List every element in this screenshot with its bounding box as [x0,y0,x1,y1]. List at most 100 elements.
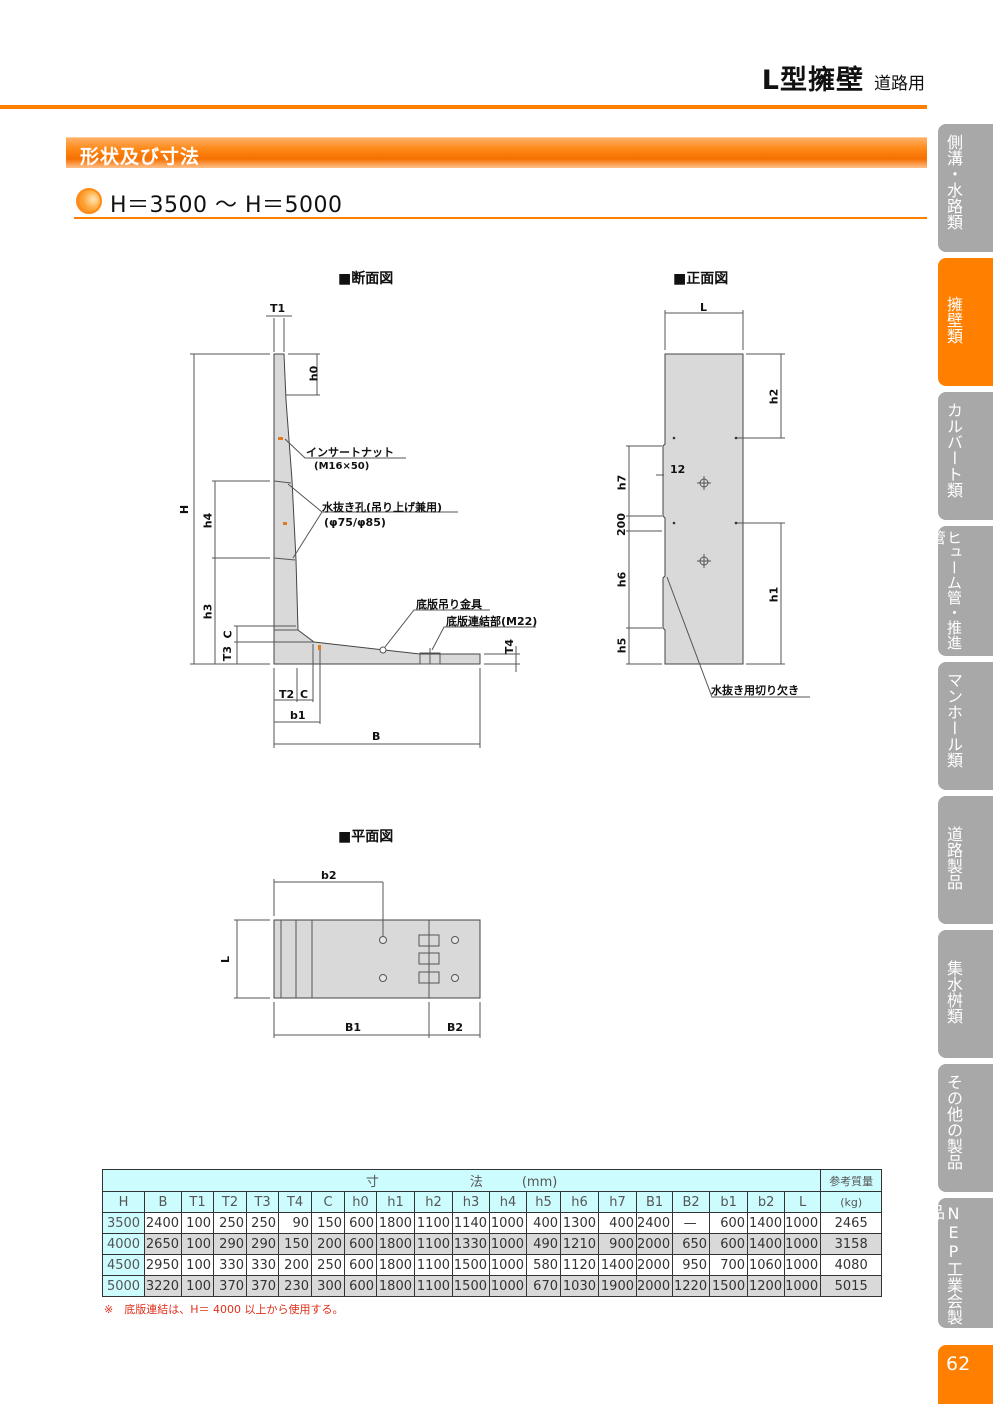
cell-mass: 5015 [820,1275,883,1297]
cell: 230 [278,1275,312,1297]
cell: 290 [213,1233,247,1255]
mass-header: 参考質量 [820,1169,883,1192]
cell: 1300 [560,1212,599,1234]
side-tab-nep-products[interactable]: NEP工業会製品 [926,1198,993,1328]
col-h5: h5 [526,1191,561,1213]
cell: 1000 [784,1233,822,1255]
page-number-text: 62 [946,1353,971,1375]
circle-bullet-icon [76,188,102,214]
cell: 300 [311,1275,345,1297]
product-subtitle: 道路用 [874,74,925,94]
front-dim-h7: h7 [615,474,629,491]
cell: 1140 [452,1212,490,1234]
cell: 370 [246,1275,279,1297]
dim-b1: b1 [290,709,306,722]
col-T3: T3 [246,1191,279,1213]
cell: 1800 [376,1233,415,1255]
cell: 600 [709,1233,749,1255]
col-h0: h0 [344,1191,377,1213]
cell: 600 [344,1275,377,1297]
side-tab-culvert[interactable]: カルバート類 [938,392,993,520]
cell: 1330 [452,1233,490,1255]
side-tab-label: カルバート類 [944,402,963,498]
cell: 290 [246,1233,279,1255]
section-view-title: ■断面図 [338,271,394,287]
cell: 1900 [598,1275,637,1297]
side-tab-hume-pipe[interactable]: ヒューム管・推進管 [929,526,993,656]
col-h7: h7 [598,1191,637,1213]
side-tab-retaining-wall[interactable]: 擁壁類 [938,258,993,386]
side-tab-label: 側溝・水路類 [944,134,963,230]
col-L: L [784,1191,822,1213]
front-dim-h1: h1 [767,586,781,603]
front-dim-h2: h2 [767,388,781,405]
side-tab-catch-basin[interactable]: 集水桝類 [938,930,993,1058]
cell: 1500 [452,1275,490,1297]
table-row: 4000 2650 100 290 290 150 200 600 1800 1… [102,1233,883,1255]
cell: 1100 [414,1275,453,1297]
cell: 580 [526,1254,561,1276]
side-tab-other-products[interactable]: その他の製品 [938,1064,993,1192]
cell: 2650 [144,1233,182,1255]
cell-mass: 2465 [820,1212,883,1234]
cell: 1500 [452,1254,490,1276]
plan-dim-B2: B2 [447,1021,464,1034]
col-h1: h1 [376,1191,415,1213]
cell: 1400 [747,1212,786,1234]
cell: 1000 [489,1212,527,1234]
subheading: H＝3500 ～ H＝5000 [74,185,927,219]
cell: 1100 [414,1212,453,1234]
cell: 100 [181,1254,214,1276]
plan-dim-b2: b2 [321,869,337,882]
cell-mass: 3158 [820,1233,883,1255]
cell: 600 [344,1233,377,1255]
cell: 1000 [489,1275,527,1297]
side-tab-gutter[interactable]: 側溝・水路類 [938,124,993,252]
side-tab-road-products[interactable]: 道路製品 [938,796,993,924]
section-title: 形状及び寸法 [80,146,201,168]
cell: 490 [526,1233,561,1255]
dim-H: H [178,504,192,515]
cell: 1000 [784,1254,822,1276]
dim-T4: T4 [503,638,517,655]
col-h6: h6 [560,1191,599,1213]
cell: 1800 [376,1275,415,1297]
side-tab-manhole[interactable]: マンホール類 [938,662,993,790]
cell: 1060 [747,1254,786,1276]
side-tab-label: 集水桝類 [944,960,963,1024]
cell: 600 [709,1212,749,1234]
col-B1: B1 [635,1191,674,1213]
cell: 2400 [144,1212,182,1234]
header-rule [0,105,927,109]
cell-H: 4500 [102,1254,145,1276]
cell: 100 [181,1233,214,1255]
section-bar: 形状及び寸法 [66,137,927,168]
col-B2: B2 [672,1191,711,1213]
cell: 400 [598,1212,637,1234]
cell: 700 [709,1254,749,1276]
mass-unit: (kg) [820,1191,883,1213]
dim-B: B [372,730,381,743]
cell: 330 [213,1254,247,1276]
cell: 2000 [635,1254,674,1276]
cell: 150 [278,1233,312,1255]
cell: 330 [246,1254,279,1276]
side-tab-label: マンホール類 [944,672,963,768]
page-title: L型擁壁 道路用 [762,58,925,97]
col-B: B [144,1191,182,1213]
cell: 900 [598,1233,637,1255]
plan-dim-L: L [219,955,233,964]
cell: 1400 [598,1254,637,1276]
subheading-text: H＝3500 ～ H＝5000 [110,193,343,218]
col-T4: T4 [278,1191,312,1213]
plan-view-title: ■平面図 [338,829,394,845]
front-view-title: ■正面図 [673,271,729,287]
dim-C: C [221,630,235,639]
cell: 100 [181,1275,214,1297]
cell: 600 [344,1212,377,1234]
side-tab-label: NEP工業会製品 [926,1204,963,1325]
cell: 200 [311,1233,345,1255]
col-C: C [311,1191,345,1213]
base-joint-label: 底版連結部(M22) [446,615,538,628]
col-b2: b2 [747,1191,786,1213]
